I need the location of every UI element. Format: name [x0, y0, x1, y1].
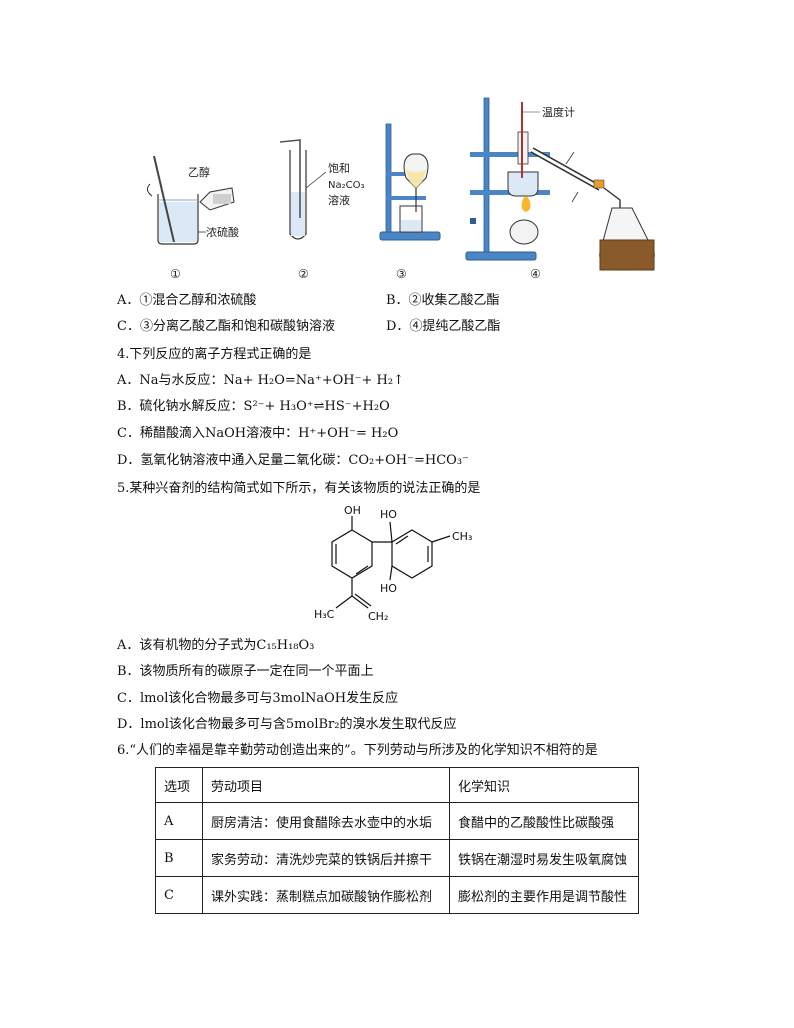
row-a-knowledge: 食醋中的乙酸酸性比碳酸强: [449, 802, 639, 840]
table-row: C 课外实践：蒸制糕点加碳酸钠作膨松剂 膨松剂的主要作用是调节酸性: [155, 876, 639, 914]
label-thermometer: 温度计: [542, 105, 575, 119]
row-c-labor: 课外实践：蒸制糕点加碳酸钠作膨松剂: [202, 876, 450, 914]
label-solution: 溶液: [328, 193, 350, 207]
apparatus-1-mixing: 乙醇 浓硫酸 ①: [146, 155, 239, 281]
q6-stem: 6.“人们的幸福是靠辛勤劳动创造出来的”。下列劳动与所涉及的化学知识不相符的是: [117, 743, 598, 758]
number-1: ①: [170, 267, 181, 281]
q4-stem: 4.下列反应的离子方程式正确的是: [117, 347, 312, 362]
atom-label-ch3: CH₃: [452, 530, 472, 543]
number-4: ④: [530, 267, 541, 281]
atom-label-oh: OH: [344, 504, 361, 517]
q3-option-d: D．④提纯乙酸乙酯: [386, 319, 501, 334]
q4-option-d: D．氢氧化钠溶液中通入足量二氧化碳：CO₂+OH⁻=HCO₃⁻: [117, 453, 469, 468]
table-row: A 厨房清洁：使用食醋除去水壶中的水垢 食醋中的乙酸酸性比碳酸强: [155, 802, 639, 840]
header-labor-item: 劳动项目: [202, 767, 450, 803]
header-option: 选项: [155, 767, 203, 803]
label-conc-sulfuric-acid: 浓硫酸: [206, 225, 239, 239]
atom-label-ch2: CH₂: [368, 610, 388, 623]
number-2: ②: [298, 267, 309, 281]
row-a-labor: 厨房清洁：使用食醋除去水壶中的水垢: [202, 802, 450, 840]
label-ethanol: 乙醇: [188, 165, 210, 179]
apparatus-figure: 乙醇 浓硫酸 ① 饱和 Na₂CO₃ 溶液 ② ③: [146, 97, 655, 281]
label-saturated: 饱和: [328, 161, 350, 175]
q5-option-a: A．该有机物的分子式为C₁₅H₁₈O₃: [117, 638, 315, 653]
q3-option-b: B．②收集乙酸乙酯: [386, 293, 500, 308]
row-c-option: C: [155, 876, 203, 914]
atom-label-ho-top: HO: [380, 508, 397, 521]
q3-option-a: A．①混合乙醇和浓硫酸: [117, 293, 257, 308]
apparatus-2-test-tube: 饱和 Na₂CO₃ 溶液 ②: [279, 139, 364, 281]
apparatus-3-separatory-funnel: ③: [379, 123, 441, 281]
q4-option-a: A．Na与水反应：Na+ H₂O=Na⁺+OH⁻+ H₂↑: [117, 373, 404, 388]
label-na2co3: Na₂CO₃: [328, 180, 364, 191]
row-b-knowledge: 铁锅在潮湿时易发生吸氧腐蚀: [449, 839, 639, 877]
q3-option-c: C．③分离乙酸乙酯和饱和碳酸钠溶液: [117, 319, 335, 334]
q5-option-d: D．lmol该化合物最多可与含5molBr₂的溴水发生取代反应: [117, 717, 457, 732]
header-chem-knowledge: 化学知识: [449, 767, 639, 803]
q5-option-c: C．lmol该化合物最多可与3molNaOH发生反应: [117, 691, 399, 706]
atom-label-h3c: H₃C: [314, 608, 335, 621]
row-c-knowledge: 膨松剂的主要作用是调节酸性: [449, 876, 639, 914]
atom-label-ho-bottom: HO: [380, 582, 397, 595]
table-row: B 家务劳动：清洗炒完菜的铁锅后并擦干 铁锅在潮湿时易发生吸氧腐蚀: [155, 839, 639, 877]
structural-formula: OH HO HO CH₃ H₃C CH₂: [314, 504, 472, 623]
q4-option-b: B．硫化钠水解反应：S²⁻+ H₃O⁺⇌HS⁻+H₂O: [117, 399, 390, 414]
row-a-option: A: [155, 802, 203, 840]
number-3: ③: [396, 267, 407, 281]
row-b-option: B: [155, 839, 203, 877]
q5-option-b: B．该物质所有的碳原子一定在同一个平面上: [117, 664, 374, 679]
apparatus-4-distillation: 温度计 ④: [465, 97, 655, 281]
q5-stem: 5.某种兴奋剂的结构简式如下所示，有关该物质的说法正确的是: [117, 481, 481, 496]
row-b-labor: 家务劳动：清洗炒完菜的铁锅后并擦干: [202, 839, 450, 877]
table-header-row: 选项 劳动项目 化学知识: [155, 767, 639, 803]
q4-option-c: C．稀醋酸滴入NaOH溶液中：H⁺+OH⁻= H₂O: [117, 426, 399, 441]
q6-table: 选项 劳动项目 化学知识 A 厨房清洁：使用食醋除去水壶中的水垢 食醋中的乙酸酸…: [155, 767, 639, 914]
